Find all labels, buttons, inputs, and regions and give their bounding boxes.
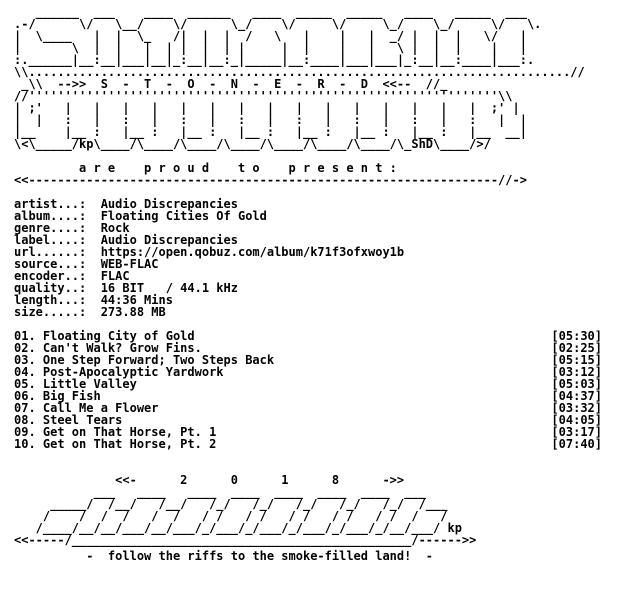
ascii-line: <<-----/________________________________…	[14, 533, 477, 547]
track-title: 10. Get on That Horse, Pt. 2	[14, 437, 217, 451]
info-label: label....: Audio Discrepancies	[14, 233, 238, 247]
ascii-line: _____/ /__/ /__/ /_/ /_/ /_/ /_/ /_/ /__…	[14, 497, 448, 511]
ascii-line: //''''''''''''''''''''''''''''''''''''''…	[14, 89, 513, 103]
track-duration: [04:37]	[551, 389, 602, 403]
track-duration: [03:32]	[551, 401, 602, 415]
present-title: a r e p r o u d t o p r e s e n t :	[14, 161, 397, 175]
track-row: 04. Post-Apocalyptic Yardwork [03:12]	[14, 366, 602, 378]
ascii-line: :.______|__:__|___|__|_:__|__:_|_____|__…	[14, 53, 535, 67]
track-row: 10. Get on That Horse, Pt. 2 [07:40]	[14, 438, 602, 450]
ascii-line: \\......................................…	[14, 65, 585, 79]
track-title: 03. One Step Forward; Two Steps Back	[14, 353, 275, 367]
info-artist: artist...: Audio Discrepancies	[14, 197, 238, 211]
ascii-line: / / / / / / / / / / / / / / / / / /	[14, 509, 448, 523]
info-album: album....: Floating Cities Of Gold	[14, 209, 267, 223]
group-name-line: _\\ -->> S - T - O - N - E - R - D <<-- …	[14, 77, 448, 91]
header-ascii-logo: ______ ___ ____ ______ ____ _____ _____ …	[14, 6, 624, 150]
track-title: 04. Post-Apocalyptic Yardwork	[14, 365, 224, 379]
track-list: 01. Floating City of Gold [05:30] 02. Can…	[14, 330, 602, 450]
track-title: 01. Floating City of Gold	[14, 329, 195, 343]
track-duration: [04:05]	[551, 413, 602, 427]
ascii-line: | \____ | | \_ /| | | / \ | | | _/ | | |…	[14, 29, 527, 43]
info-encoder: encoder..: FLAC	[14, 269, 130, 283]
track-title: 08. Steel Tears	[14, 413, 123, 427]
release-info: artist...: Audio Discrepancies album....…	[14, 198, 624, 318]
track-row: 08. Steel Tears [04:05]	[14, 414, 602, 426]
info-length: length...: 44:36 Mins	[14, 293, 173, 307]
track-duration: [05:15]	[551, 353, 602, 367]
footer: - follow the riffs to the smoke-filled l…	[14, 550, 624, 562]
ascii-line: ___ ____ ____ ____ ____ ____ ____ ___	[14, 485, 426, 499]
track-row: 02. Can't Walk? Grow Fins. [02:25]	[14, 342, 602, 354]
info-source: source...: WEB-FLAC	[14, 257, 159, 271]
ascii-line: | ;' | | | | | | | | | | | | | | | ;' |	[14, 101, 520, 115]
footer-tagline: - follow the riffs to the smoke-filled l…	[14, 549, 434, 563]
track-duration: [07:40]	[551, 437, 602, 451]
track-title: 02. Can't Walk? Grow Fins.	[14, 341, 202, 355]
ascii-line: .-/ \/ \__/ \/ \_/ \/ \/ \_/ \_/ \/ \.	[14, 17, 542, 31]
track-duration: [05:30]	[551, 329, 602, 343]
track-duration: [02:25]	[551, 341, 602, 355]
track-row: 05. Little Valley [05:03]	[14, 378, 602, 390]
track-row: 09. Get on That Horse, Pt. 1 [03:17]	[14, 426, 602, 438]
info-genre: genre....: Rock	[14, 221, 130, 235]
divider-rule: <<--------------------------------------…	[14, 173, 527, 187]
track-title: 06. Big Fish	[14, 389, 101, 403]
track-row: 03. One Step Forward; Two Steps Back [05:…	[14, 354, 602, 366]
track-duration: [03:17]	[551, 425, 602, 439]
spacer	[14, 450, 624, 462]
year-line: <<- 2 0 1 8 ->>	[14, 473, 405, 487]
info-url: url......: https://open.qobuz.com/album/…	[14, 245, 405, 259]
ascii-line: | | : | : | : | : | : | : | : | : | |	[14, 113, 527, 127]
track-duration: [05:03]	[551, 377, 602, 391]
ascii-line: |__ |__ : |__ : |__ : |__ : |__ : |__ : …	[14, 125, 527, 139]
track-row: 01. Floating City of Gold [05:30]	[14, 330, 602, 342]
year-banner-ascii: <<- 2 0 1 8 ->> ___ ____ ____ ____ ____ …	[14, 474, 624, 546]
track-title: 07. Call Me a Flower	[14, 401, 159, 415]
track-title: 05. Little Valley	[14, 377, 137, 391]
ascii-line: ______ ___ ____ ______ ____ _____ _____ …	[14, 5, 527, 19]
ascii-line: \<\_____/kp\____/\____/\____/\____/\____…	[14, 137, 491, 151]
info-size: size.....: 273.88 MB	[14, 305, 166, 319]
track-duration: [03:12]	[551, 365, 602, 379]
info-quality: quality..: 16 BIT / 44.1 kHz	[14, 281, 238, 295]
track-row: 06. Big Fish [04:37]	[14, 390, 602, 402]
track-title: 09. Get on That Horse, Pt. 1	[14, 425, 217, 439]
present-section: a r e p r o u d t o p r e s e n t : <<--…	[14, 162, 624, 186]
track-row: 07. Call Me a Flower [03:32]	[14, 402, 602, 414]
ascii-line: /____/__/__/___/__/___/_/___/_/___/_/___…	[14, 521, 462, 535]
ascii-line: | \ | | | | | | | | | | | | \ | | | | |	[14, 41, 527, 55]
